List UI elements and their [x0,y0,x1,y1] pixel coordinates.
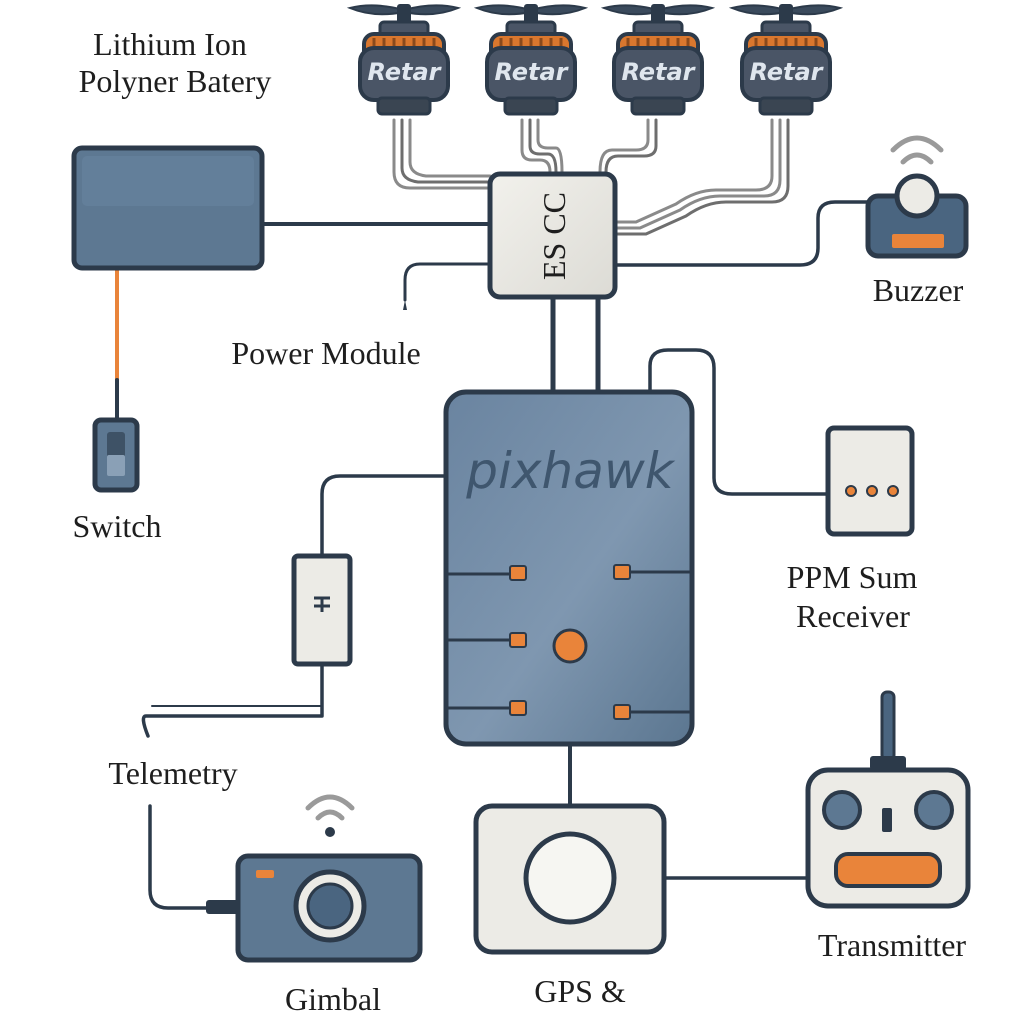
motor-label: Retar [494,58,569,86]
motor: Retar [728,4,844,116]
power-module-label: Power Module [231,335,420,371]
motor-label: Retar [749,58,824,86]
pixhawk-ports [509,564,631,720]
pixhawk-label: pixhawk [465,442,675,500]
ppm-receiver-body [825,425,915,537]
motor-label: Retar [621,58,696,86]
pixhawk-telemetry-wire [320,474,450,558]
pixhawk-port [509,565,527,581]
pixhawk-port [509,700,527,716]
esc-body [487,171,618,300]
transmitter-label: Transmitter [818,927,967,963]
telemetry-module [291,553,353,667]
gps [473,803,667,955]
telemetry-antenna-wire [141,662,324,738]
propeller-icon [600,4,716,16]
telemetry-gimbal-wire [148,804,224,910]
transmitter-left-stick [822,790,862,830]
battery-label-line2: Polyner Batery [79,63,272,99]
pixhawk-body [443,389,695,747]
esc-label: ES CC [536,192,572,280]
ppm-receiver [825,425,915,537]
gps-antenna-icon [523,831,617,925]
motor: Retar [473,4,589,116]
motor: Retar [346,4,462,116]
pixhawk-ppm-wire [648,348,830,496]
gimbal-wifi-icon [305,794,355,821]
pixhawk [443,389,695,747]
telemetry-connector-icon [314,596,330,612]
transmitter-antenna [880,690,896,762]
propeller-icon [728,4,844,16]
buzzer [865,135,969,259]
transmitter-display [834,852,942,888]
battery [71,145,265,271]
motor: Retar [600,4,716,116]
gimbal [206,794,423,963]
transmitter [805,690,971,909]
motor-wire-bundles [392,118,790,236]
gimbal-label: Gimbal [285,981,381,1015]
buzzer-indicator [892,234,944,248]
buzzer-label: Buzzer [873,272,964,308]
motor-label: Retar [367,58,442,86]
pixhawk-status-led [552,628,588,664]
switch [92,417,140,493]
pixhawk-port [613,704,631,720]
esc-buzzer-wire [613,200,872,267]
esc [487,171,618,300]
transmitter-right-stick [914,790,954,830]
power-module-probe-icon [403,300,407,310]
buzzer-signal-icon [890,135,944,165]
propeller-icon [473,4,589,16]
pixhawk-port [613,564,631,580]
switch-label: Switch [73,508,162,544]
gps-label: GPS & [534,973,626,1009]
ppm-label-line1: PPM Sum [787,559,918,595]
battery-label-line1: Lithium Ion [93,26,247,62]
motors: Retar Retar Retar Retar [346,4,844,116]
pixhawk-port [509,632,527,648]
telemetry-label: Telemetry [108,755,237,791]
power-module-wire [403,262,492,302]
ppm-label-line2: Receiver [796,598,910,634]
propeller-icon [346,4,462,16]
